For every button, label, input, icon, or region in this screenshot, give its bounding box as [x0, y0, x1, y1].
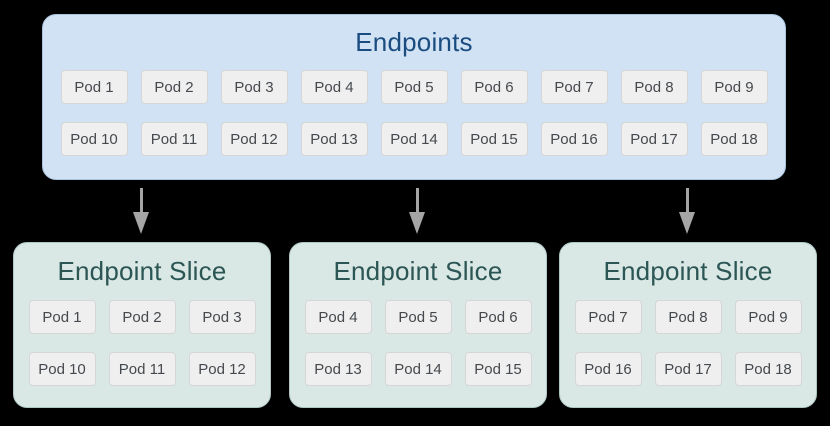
pod-box: Pod 2 — [140, 70, 208, 104]
arrow-stem — [685, 188, 689, 212]
pod-box: Pod 15 — [464, 352, 532, 386]
arrow-stem — [139, 188, 143, 212]
pod-box: Pod 2 — [108, 300, 176, 334]
endpoint-slice-title: Endpoint Slice — [333, 256, 503, 286]
arrow-down-icon — [133, 188, 149, 234]
pod-box: Pod 4 — [300, 70, 368, 104]
pod-box: Pod 1 — [28, 300, 96, 334]
pod-box: Pod 9 — [700, 70, 768, 104]
slice-1-pod-row-1: Pod 1 Pod 2 Pod 3 — [14, 300, 270, 334]
pod-box: Pod 6 — [460, 70, 528, 104]
pod-box: Pod 13 — [300, 122, 368, 156]
pod-box: Pod 5 — [380, 70, 448, 104]
arrow-head — [679, 212, 695, 234]
endpoint-slice-title: Endpoint Slice — [603, 256, 773, 286]
pod-box: Pod 8 — [620, 70, 688, 104]
slice-1-pod-row-2: Pod 10 Pod 11 Pod 12 — [14, 352, 270, 386]
pod-box: Pod 15 — [460, 122, 528, 156]
slice-3-pod-row-2: Pod 16 Pod 17 Pod 18 — [560, 352, 816, 386]
pod-box: Pod 14 — [380, 122, 448, 156]
pod-box: Pod 17 — [620, 122, 688, 156]
arrow-stem — [415, 188, 419, 212]
pod-box: Pod 12 — [188, 352, 256, 386]
endpoints-title: Endpoints — [355, 27, 473, 57]
arrow-head — [133, 212, 149, 234]
pod-box: Pod 8 — [654, 300, 722, 334]
pod-box: Pod 10 — [28, 352, 96, 386]
pod-box: Pod 1 — [60, 70, 128, 104]
pod-box: Pod 4 — [304, 300, 372, 334]
arrow-down-icon — [409, 188, 425, 234]
pod-box: Pod 9 — [734, 300, 802, 334]
pod-box: Pod 16 — [540, 122, 608, 156]
endpoints-box: Endpoints Pod 1 Pod 2 Pod 3 Pod 4 Pod 5 Pod 6… — [42, 14, 786, 180]
pod-box: Pod 12 — [220, 122, 288, 156]
pod-box: Pod 3 — [220, 70, 288, 104]
slice-2-pod-row-2: Pod 13 Pod 14 Pod 15 — [290, 352, 546, 386]
pod-box: Pod 7 — [574, 300, 642, 334]
endpoints-pod-row-2: Pod 10 Pod 11 Pod 12 Pod 13 Pod 14 Pod 15 Pod … — [43, 122, 785, 156]
slice-3-pod-row-1: Pod 7 Pod 8 Pod 9 — [560, 300, 816, 334]
endpoints-pod-row-1: Pod 1 Pod 2 Pod 3 Pod 4 Pod 5 Pod 6 Pod 7 Pod 8… — [43, 70, 785, 104]
pod-box: Pod 11 — [140, 122, 208, 156]
pod-box: Pod 14 — [384, 352, 452, 386]
pod-box: Pod 18 — [734, 352, 802, 386]
slice-2-pod-row-1: Pod 4 Pod 5 Pod 6 — [290, 300, 546, 334]
endpoint-slice-title: Endpoint Slice — [57, 256, 227, 286]
arrow-head — [409, 212, 425, 234]
pod-box: Pod 7 — [540, 70, 608, 104]
pod-box: Pod 6 — [464, 300, 532, 334]
arrow-down-icon — [679, 188, 695, 234]
pod-box: Pod 16 — [574, 352, 642, 386]
pod-box: Pod 3 — [188, 300, 256, 334]
pod-box: Pod 11 — [108, 352, 176, 386]
pod-box: Pod 18 — [700, 122, 768, 156]
pod-box: Pod 5 — [384, 300, 452, 334]
pod-box: Pod 17 — [654, 352, 722, 386]
pod-box: Pod 10 — [60, 122, 128, 156]
pod-box: Pod 13 — [304, 352, 372, 386]
